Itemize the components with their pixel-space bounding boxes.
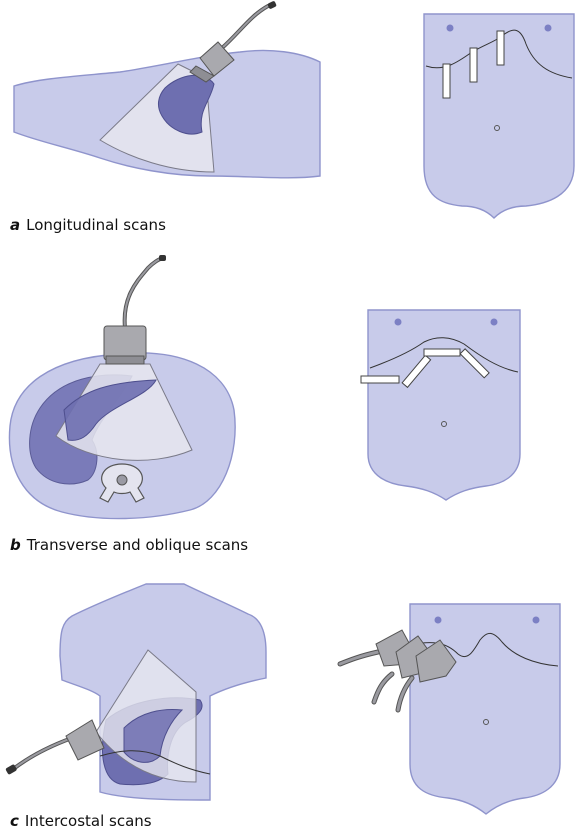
nipple-marker-right [490, 318, 498, 326]
probe-position-2 [469, 47, 478, 83]
liver-overlap [123, 709, 184, 763]
probe-position-1 [442, 63, 451, 99]
nipple-marker-right [544, 24, 552, 32]
probe-position-4 [459, 348, 490, 379]
caption-b: b Transverse and oblique scans [10, 536, 248, 554]
ultrasound-fan [55, 363, 193, 461]
torso-front-view [367, 309, 521, 501]
torso-front-view [423, 13, 575, 219]
panel-c: c Intercostal scans [0, 560, 577, 833]
costal-margin-line [411, 633, 559, 667]
ultrasound-probe [189, 1, 277, 83]
probe-position-3 [496, 30, 505, 66]
probe-position-3 [423, 348, 461, 357]
ultrasound-probe [103, 255, 166, 365]
ultrasound-probe [5, 719, 105, 775]
costal-margin-line [99, 750, 211, 775]
caption-b-letter: b [10, 536, 21, 554]
nipple-marker-left [446, 24, 454, 32]
transverse-illustration [8, 255, 521, 520]
nipple-marker-left [394, 318, 402, 326]
intercostal-illustration [5, 583, 561, 815]
panel-a: a Longitudinal scans [0, 0, 577, 240]
caption-a: a Longitudinal scans [10, 216, 166, 234]
navel-marker [483, 719, 489, 725]
liver-overlap [63, 379, 157, 441]
caption-a-text: Longitudinal scans [26, 216, 166, 234]
caption-c-letter: c [10, 812, 19, 830]
intercostal-probe-3 [395, 639, 457, 713]
spine-vertebra [99, 463, 145, 503]
caption-c: c Intercostal scans [10, 812, 152, 830]
probe-position-1 [360, 375, 400, 384]
probe-position-2 [401, 354, 432, 389]
longitudinal-illustration [13, 1, 575, 219]
caption-c-text: Intercostal scans [24, 812, 152, 830]
caption-a-letter: a [10, 216, 21, 234]
panel-b: b Transverse and oblique scans [0, 240, 577, 560]
caption-b-text: Transverse and oblique scans [26, 536, 249, 554]
costal-margin-line [369, 337, 519, 373]
navel-marker [494, 125, 500, 131]
nipple-marker-left [434, 616, 442, 624]
navel-marker [441, 421, 447, 427]
nipple-marker-right [532, 616, 540, 624]
